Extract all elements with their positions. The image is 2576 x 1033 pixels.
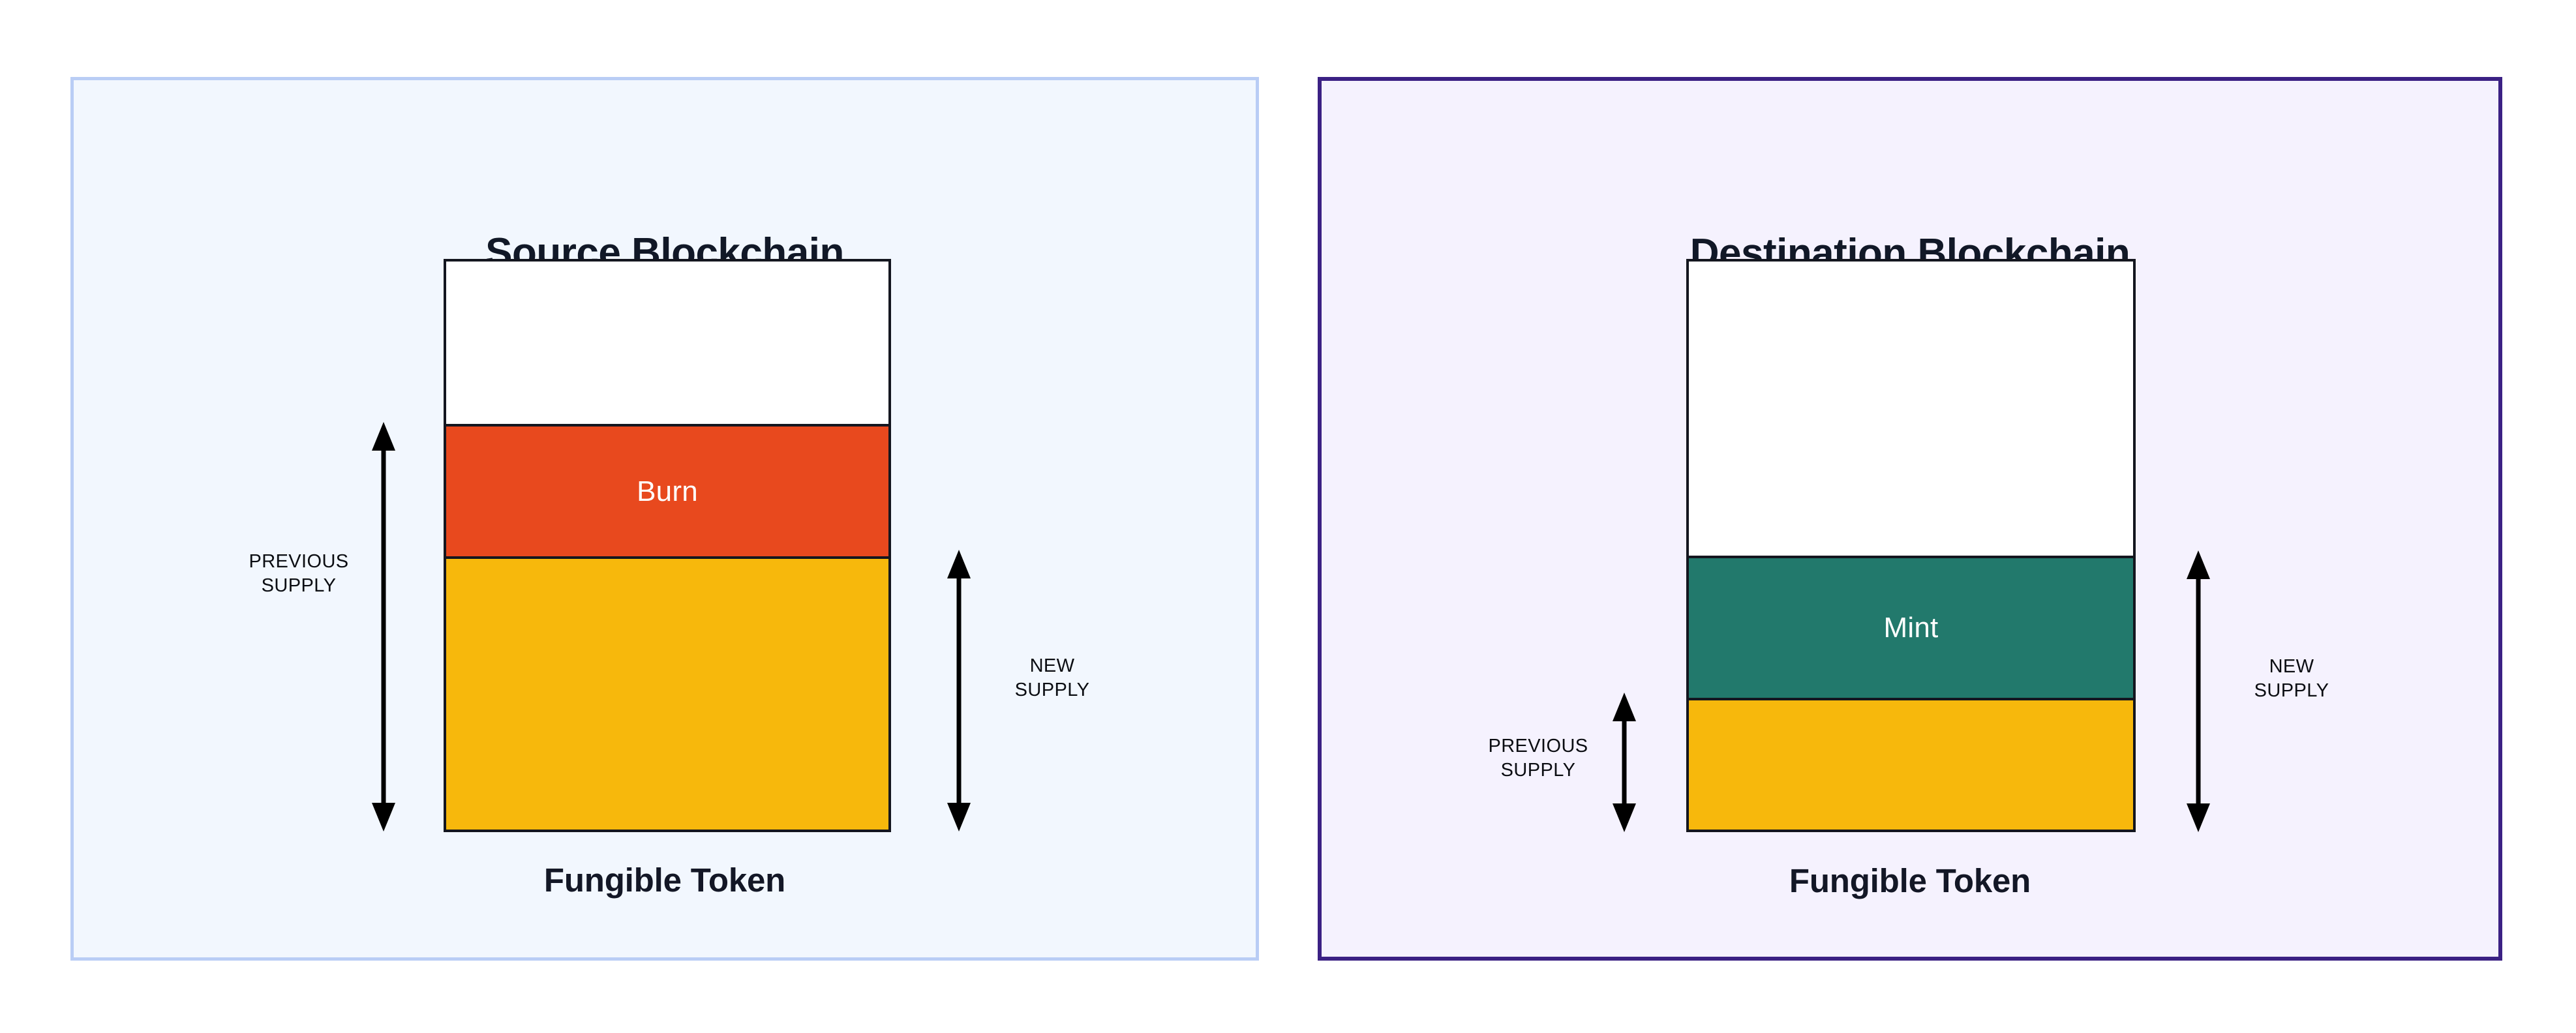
source-previous-supply-arrow bbox=[371, 422, 397, 831]
destination-bar-segment-headroom bbox=[1689, 262, 2133, 556]
destination-bar-segment-supply bbox=[1689, 700, 2133, 830]
source-panel-caption: Fungible Token bbox=[543, 861, 786, 899]
source-blockchain-panel: Source Blockchain Burn PREVIOUS SUPPLY bbox=[70, 77, 1259, 961]
destination-previous-supply-arrow bbox=[1611, 693, 1637, 832]
source-bar-segment-headroom bbox=[446, 262, 888, 424]
destination-new-supply-label: NEW SUPPLY bbox=[2254, 656, 2329, 702]
source-burn-label: Burn bbox=[637, 475, 698, 507]
destination-blockchain-panel: Destination Blockchain Mint PREVIOUS SUP… bbox=[1318, 77, 2502, 961]
source-token-supply-bar: Burn bbox=[444, 259, 891, 832]
destination-previous-supply-label: PREVIOUS SUPPLY bbox=[1488, 736, 1588, 781]
destination-bar-segment-mint: Mint bbox=[1689, 556, 2133, 700]
destination-token-supply-bar: Mint bbox=[1686, 259, 2136, 832]
source-new-supply-label: NEW SUPPLY bbox=[1014, 655, 1090, 701]
source-previous-supply-label: PREVIOUS SUPPLY bbox=[249, 551, 349, 597]
source-new-supply-arrow bbox=[946, 550, 972, 831]
source-bar-segment-burn: Burn bbox=[446, 424, 888, 559]
source-bar-segment-supply bbox=[446, 559, 888, 830]
destination-mint-label: Mint bbox=[1883, 612, 1939, 644]
destination-new-supply-arrow bbox=[2185, 550, 2211, 832]
destination-panel-caption: Fungible Token bbox=[1789, 862, 2031, 899]
